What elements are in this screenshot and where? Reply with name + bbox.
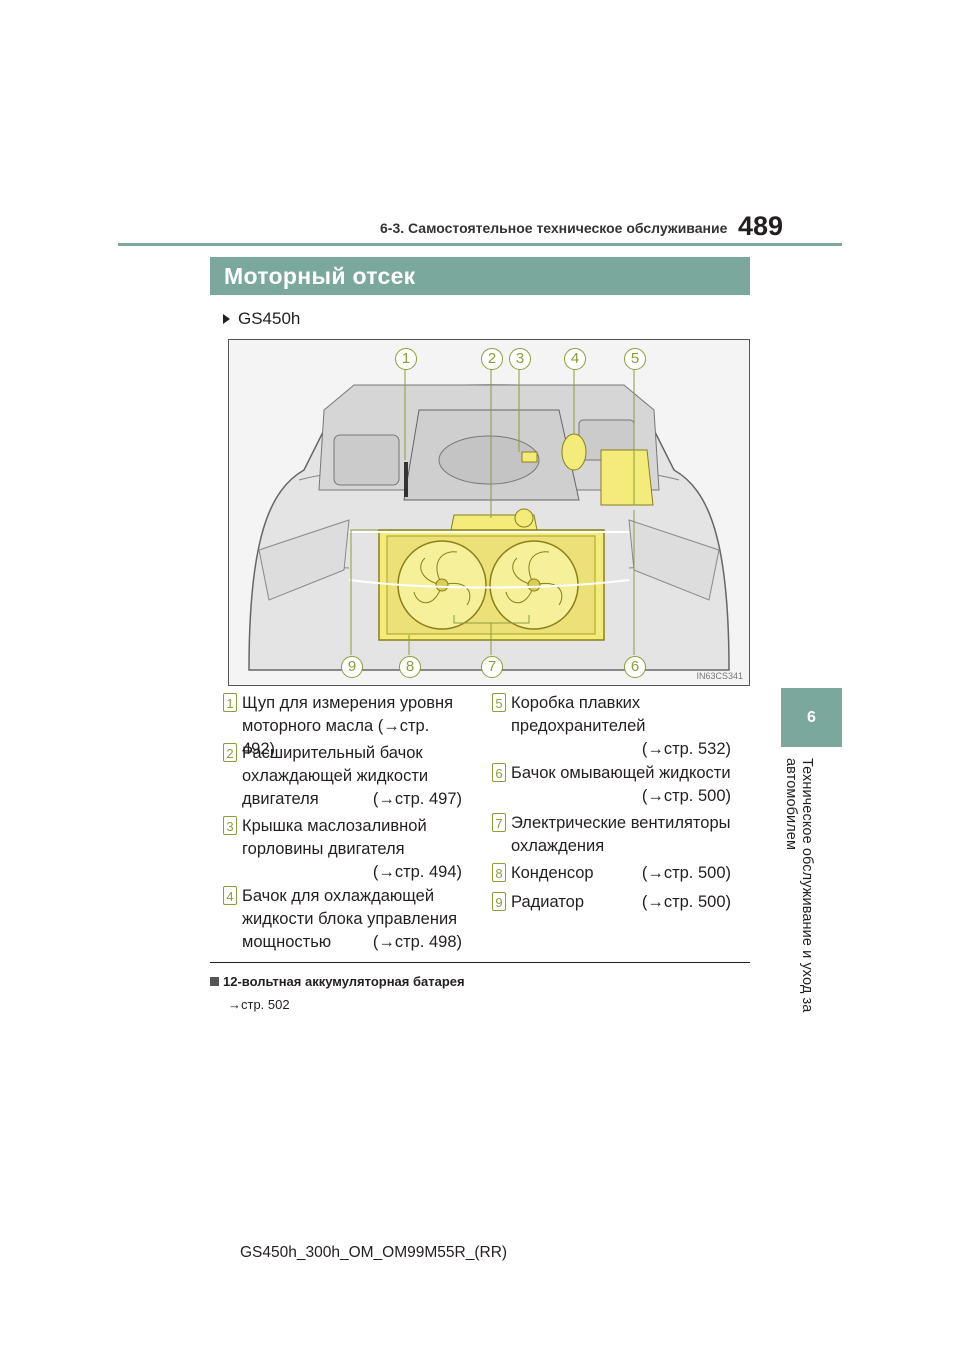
legend-number: 6: [492, 763, 506, 782]
header-rule: [118, 243, 842, 246]
triangle-bullet-icon: [223, 314, 230, 324]
note-heading-text: 12-вольтная аккумуляторная батарея: [223, 974, 465, 989]
legend-number: 1: [223, 693, 237, 712]
model-name: GS450h: [238, 309, 301, 328]
engine-bay-illustration: 1 2 3 4 5 6 7 8 9 IN63CS341: [228, 339, 750, 686]
figure-code: IN63CS341: [696, 671, 743, 681]
model-label: GS450h: [223, 309, 300, 329]
engine-bay-drawing: [248, 370, 730, 671]
callout-2: 2: [481, 348, 503, 370]
footer-code: GS450h_300h_OM_OM99M55R_(RR): [240, 1244, 508, 1261]
callout-8: 8: [399, 656, 421, 678]
note-heading: 12-вольтная аккумуляторная батарея: [210, 974, 465, 989]
callout-9: 9: [341, 656, 363, 678]
legend-number: 8: [492, 863, 506, 882]
legend-number: 5: [492, 693, 506, 712]
callout-5: 5: [624, 348, 646, 370]
legend-number: 9: [492, 892, 506, 911]
page-number: 489: [738, 211, 784, 241]
legend-number: 2: [223, 743, 237, 762]
chapter-tab: 6: [781, 688, 842, 747]
callout-4: 4: [564, 348, 586, 370]
legend-number: 7: [492, 813, 506, 832]
legend-number: 3: [223, 816, 237, 835]
callout-1: 1: [395, 348, 417, 370]
legend-number: 4: [223, 886, 237, 905]
section-title: 6-3. Самостоятельное техническое обслужи…: [380, 220, 728, 236]
chapter-heading: Моторный отсек: [210, 257, 750, 295]
chapter-side-label: Техническое обслуживание и уход за автом…: [783, 758, 815, 1013]
callout-7: 7: [481, 656, 503, 678]
callout-6: 6: [624, 656, 646, 678]
square-bullet-icon: [210, 977, 219, 986]
heading-text: Моторный отсек: [224, 262, 416, 289]
note-reference: →стр. 502: [228, 997, 290, 1012]
section-rule: [210, 962, 750, 963]
callout-3: 3: [509, 348, 531, 370]
